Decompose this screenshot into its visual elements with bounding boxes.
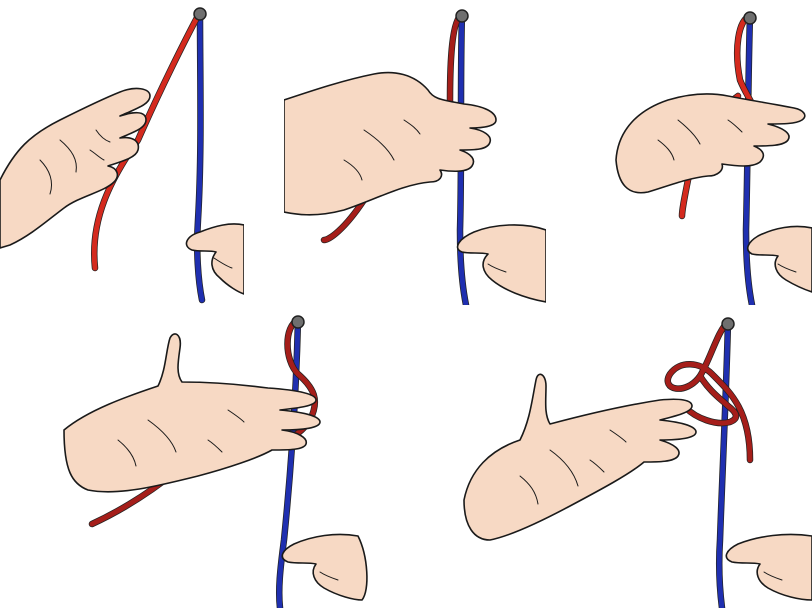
step-4-illustration [58, 300, 388, 608]
left-hand-icon [0, 89, 150, 248]
left-hand-icon [464, 374, 696, 540]
peg-icon [722, 318, 734, 330]
right-hand-icon [282, 534, 367, 600]
step-2-illustration [284, 0, 546, 305]
peg-icon [744, 12, 756, 24]
step-5-illustration [460, 300, 812, 608]
standing-part-rope [197, 12, 202, 300]
left-hand-icon [616, 94, 805, 193]
peg-icon [456, 10, 468, 22]
peg-icon [194, 8, 206, 20]
left-hand-icon [64, 334, 320, 492]
step-1-illustration [0, 0, 244, 305]
right-hand-icon [458, 225, 546, 302]
peg-icon [292, 316, 304, 328]
right-hand-icon [726, 534, 812, 600]
step-3-illustration [588, 0, 812, 305]
right-hand-icon [748, 226, 812, 292]
